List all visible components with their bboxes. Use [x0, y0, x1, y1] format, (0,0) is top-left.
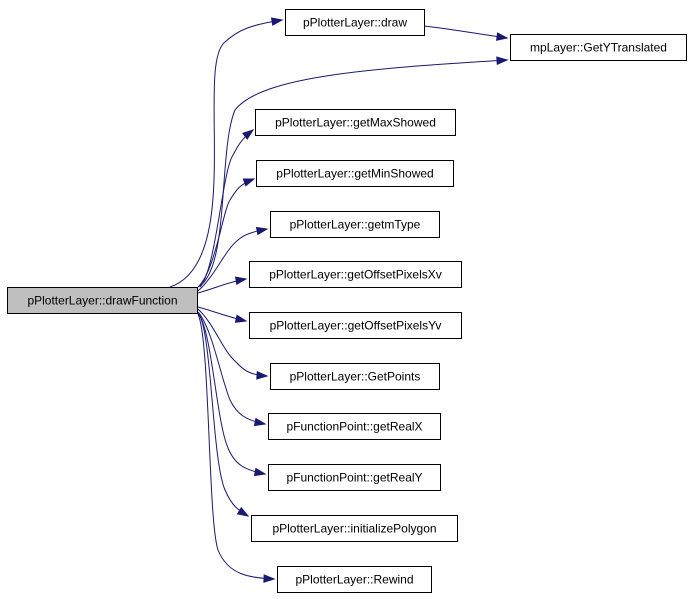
node-label: pPlotterLayer::getOffsetPixelsYv	[270, 319, 442, 333]
node-drawFunction[interactable]: pPlotterLayer::drawFunction	[7, 287, 198, 314]
edge-drawFunction-to-getmType	[197, 228, 268, 292]
node-label: pPlotterLayer::getMinShowed	[276, 167, 433, 181]
node-draw[interactable]: pPlotterLayer::draw	[285, 9, 425, 36]
node-initializePolygon[interactable]: pPlotterLayer::initializePolygon	[251, 515, 458, 542]
arrowhead-icon	[242, 129, 255, 140]
node-getRealX[interactable]: pFunctionPoint::getRealX	[268, 413, 441, 440]
arrowhead-icon	[236, 506, 250, 517]
arrowhead-icon	[496, 56, 509, 65]
arrowhead-icon	[234, 276, 248, 285]
arrowhead-icon	[255, 226, 269, 236]
node-getOffsetPixelsYv[interactable]: pPlotterLayer::getOffsetPixelsYv	[249, 312, 462, 339]
edge-draw-to-GetYTranslated	[423, 25, 508, 39]
arrowhead-icon	[263, 574, 276, 583]
node-Rewind[interactable]: pPlotterLayer::Rewind	[277, 566, 432, 593]
arrowhead-icon	[234, 314, 248, 323]
edge-drawFunction-to-getRealY	[197, 312, 266, 475]
node-label: pPlotterLayer::GetPoints	[290, 370, 421, 384]
node-getOffsetPixelsXv[interactable]: pPlotterLayer::getOffsetPixelsXv	[249, 261, 462, 288]
node-box	[268, 413, 441, 440]
edge-drawFunction-to-getRealX	[197, 311, 266, 425]
node-box	[268, 464, 441, 491]
edge-drawFunction-to-draw	[169, 19, 283, 288]
node-label: mpLayer::GetYTranslated	[530, 41, 667, 55]
node-box	[249, 261, 462, 288]
node-label: pPlotterLayer::getMaxShowed	[275, 116, 436, 130]
node-box	[249, 312, 462, 339]
arrowhead-icon	[253, 417, 267, 427]
node-box	[277, 566, 432, 593]
edges-layer	[169, 17, 509, 583]
edge-drawFunction-to-getMinShowed	[197, 178, 255, 288]
edge-drawFunction-to-getMaxShowed	[199, 129, 254, 288]
node-label: pPlotterLayer::getmType	[290, 218, 421, 232]
node-box	[255, 109, 456, 136]
node-box	[270, 363, 440, 390]
node-box	[256, 160, 454, 187]
node-box	[251, 515, 458, 542]
node-box	[270, 211, 440, 238]
arrowhead-icon	[253, 467, 267, 477]
node-label: pPlotterLayer::Rewind	[295, 573, 413, 587]
arrowhead-icon	[496, 32, 509, 41]
node-box	[510, 34, 687, 61]
nodes-layer: pPlotterLayer::drawFunctionpPlotterLayer…	[7, 9, 687, 593]
node-label: pPlotterLayer::getOffsetPixelsXv	[269, 268, 442, 282]
edge-drawFunction-to-Rewind	[197, 313, 275, 580]
edge-drawFunction-to-initializePolygon	[198, 313, 249, 517]
node-getRealY[interactable]: pFunctionPoint::getRealY	[268, 464, 441, 491]
node-label: pFunctionPoint::getRealY	[286, 471, 422, 485]
node-label: pPlotterLayer::drawFunction	[27, 294, 177, 308]
node-label: pPlotterLayer::initializePolygon	[272, 522, 436, 536]
node-box	[7, 287, 198, 314]
node-box	[285, 9, 425, 36]
node-label: pPlotterLayer::draw	[303, 16, 407, 30]
node-getMinShowed[interactable]: pPlotterLayer::getMinShowed	[256, 160, 454, 187]
node-label: pFunctionPoint::getRealX	[286, 420, 422, 434]
node-GetYTranslated[interactable]: mpLayer::GetYTranslated	[510, 34, 687, 61]
node-getmType[interactable]: pPlotterLayer::getmType	[270, 211, 440, 238]
arrowhead-icon	[270, 17, 284, 26]
node-getMaxShowed[interactable]: pPlotterLayer::getMaxShowed	[255, 109, 456, 136]
arrowhead-icon	[242, 178, 256, 187]
node-GetPoints[interactable]: pPlotterLayer::GetPoints	[270, 363, 440, 390]
arrowhead-icon	[256, 370, 269, 380]
edge-drawFunction-to-GetPoints	[197, 308, 268, 377]
